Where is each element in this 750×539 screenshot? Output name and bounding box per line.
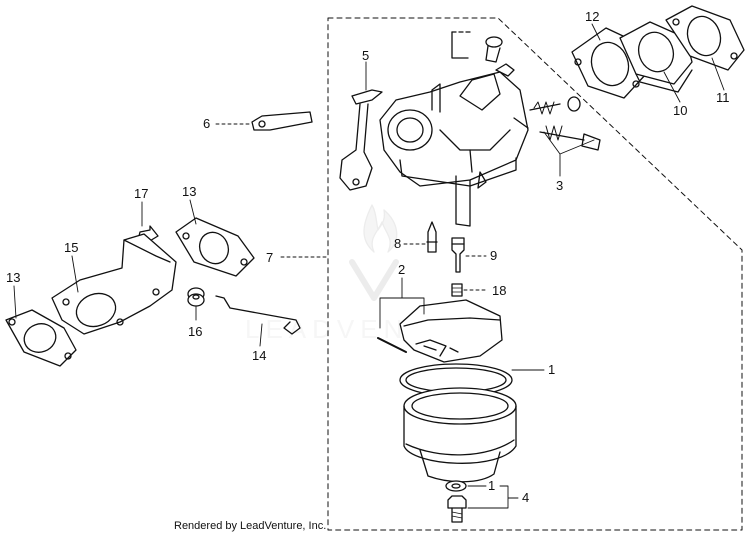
drain-washer-1 xyxy=(445,480,467,492)
pilot-screw-set xyxy=(529,96,601,151)
main-jet-9 xyxy=(451,237,465,273)
callout-6: 6 xyxy=(203,116,210,131)
gasket-13-lower xyxy=(5,309,77,367)
callout-15: 15 xyxy=(64,240,78,255)
float-valve-8 xyxy=(426,221,438,253)
callout-7: 7 xyxy=(266,250,273,265)
top-screw xyxy=(451,31,503,63)
insulator-10 xyxy=(619,21,693,93)
footer-credit: Rendered by LeadVenture, Inc. xyxy=(174,520,327,532)
control-rod-14 xyxy=(215,295,301,335)
jet-18 xyxy=(451,283,463,297)
choke-lever-5 xyxy=(339,89,383,191)
gasket-11 xyxy=(665,5,745,71)
bracket-15 xyxy=(51,233,177,335)
carburetor-upper-body xyxy=(379,63,529,227)
callout-3: 3 xyxy=(556,178,563,193)
callout-14: 14 xyxy=(252,348,266,363)
float-2 xyxy=(377,299,503,363)
callout-18: 18 xyxy=(492,283,506,298)
float-bowl xyxy=(403,387,517,483)
callout-labels: 12 10 11 5 6 3 7 8 9 2 18 1 1 4 17 13 15… xyxy=(6,9,730,505)
callout-9: 9 xyxy=(490,248,497,263)
callout-13-upper: 13 xyxy=(182,184,196,199)
gasket-13-upper xyxy=(175,217,255,277)
leader-lines xyxy=(13,23,725,509)
callout-1-bowl: 1 xyxy=(548,362,555,377)
grommet-16 xyxy=(187,287,205,307)
drain-bolt-4 xyxy=(447,495,467,523)
callout-11: 11 xyxy=(716,90,730,105)
callout-10: 10 xyxy=(673,103,687,118)
callout-16: 16 xyxy=(188,324,202,339)
callout-4: 4 xyxy=(522,490,529,505)
callout-8: 8 xyxy=(394,236,401,251)
callout-2: 2 xyxy=(398,262,405,277)
callout-13-lower: 13 xyxy=(6,270,20,285)
callout-17: 17 xyxy=(134,186,148,201)
callout-5: 5 xyxy=(362,48,369,63)
callout-12: 12 xyxy=(585,9,599,24)
lever-6 xyxy=(251,111,313,131)
callout-1-washer: 1 xyxy=(488,478,495,493)
